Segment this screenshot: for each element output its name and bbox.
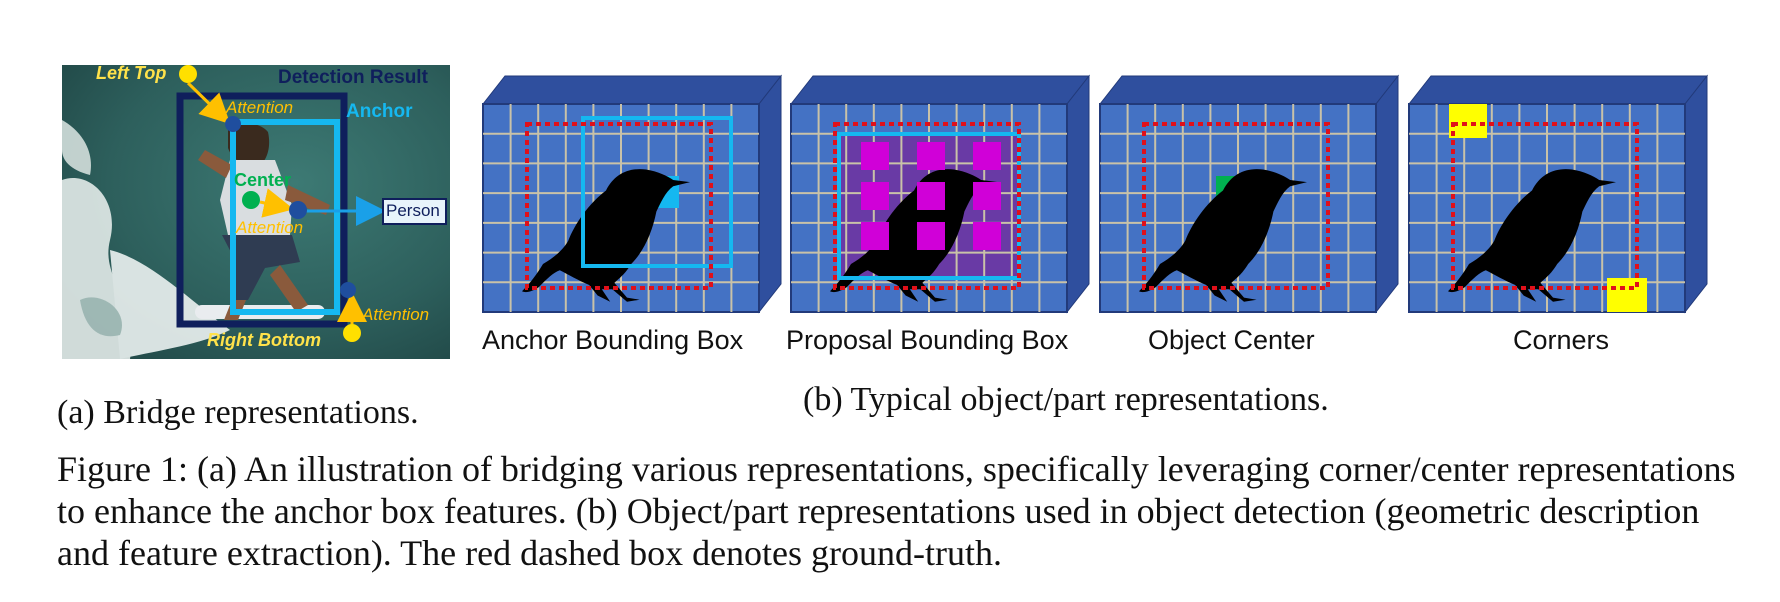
person-label: Person (386, 201, 440, 220)
sampling-point (973, 222, 1001, 250)
ground-truth-box (1142, 122, 1330, 290)
sampling-point (973, 182, 1001, 210)
person-label-box (382, 198, 447, 225)
sampling-point (973, 142, 1001, 170)
sampling-point (861, 142, 889, 170)
ground-truth-box (833, 122, 1021, 290)
grid-side-face (758, 74, 782, 314)
anchor-corner-point-bottom (340, 282, 356, 298)
bird-silhouette (1139, 169, 1307, 302)
right-bottom-point (343, 324, 361, 342)
center-label: Center (234, 170, 292, 190)
grid-side-face (1684, 74, 1708, 314)
bottom-right-corner-cell (1607, 278, 1647, 312)
sampling-point (917, 142, 945, 170)
grid-panel-anchor (481, 74, 783, 314)
grid-side-face (1375, 74, 1399, 314)
sampling-point (917, 182, 945, 210)
panel-label-center: Object Center (1148, 325, 1315, 355)
top-left-corner-cell (1449, 104, 1487, 138)
subcaption-b: (b) Typical object/part representations. (803, 381, 1329, 418)
ground-truth-box (1451, 122, 1639, 290)
grid-panel-center (1098, 74, 1400, 314)
sampling-point (861, 182, 889, 210)
left-top-label: Left Top (96, 63, 167, 83)
grid-top-face (481, 75, 783, 105)
attention-label-center: Attention (236, 218, 304, 237)
attention-label-bottom: Attention (362, 305, 430, 324)
anchor-corner-point-top (225, 116, 241, 132)
left-top-point (179, 65, 197, 83)
anchor-box (230, 119, 340, 315)
center-point (242, 191, 260, 209)
grid-side-face (1066, 74, 1090, 314)
detection-result-label: Detection Result (278, 67, 428, 88)
panel-label-proposal: Proposal Bounding Box (786, 325, 1069, 355)
figure-caption: Figure 1: (a) An illustration of bridgin… (57, 449, 1736, 573)
center-arrow (259, 188, 294, 218)
anchor-center-point (289, 201, 307, 219)
representation-panels (481, 74, 1709, 314)
right-bottom-label: Right Bottom (207, 330, 321, 350)
anchor-label: Anchor (346, 101, 413, 122)
wave-splash (62, 120, 230, 359)
bird-silhouette (522, 169, 690, 302)
anchor-bounding-box (581, 116, 733, 268)
panel-label-anchor: Anchor Bounding Box (482, 325, 744, 355)
grid-top-face (789, 75, 1091, 105)
bird-silhouette (1448, 169, 1616, 302)
left-top-arrow (186, 81, 231, 125)
bird-silhouette (830, 169, 998, 302)
bridge-panel (62, 65, 450, 359)
sampling-point (917, 222, 945, 250)
sampling-point (861, 222, 889, 250)
panel-label-corners: Corners (1513, 325, 1610, 355)
grid-top-face (1098, 75, 1400, 105)
grid-top-face (1407, 75, 1709, 105)
grid-panel-corners (1407, 74, 1709, 314)
ground-truth-box (525, 122, 713, 290)
grid-panel-proposal (789, 74, 1091, 314)
attention-label-top: Attention (226, 98, 294, 117)
subcaption-a: (a) Bridge representations. (57, 394, 419, 431)
